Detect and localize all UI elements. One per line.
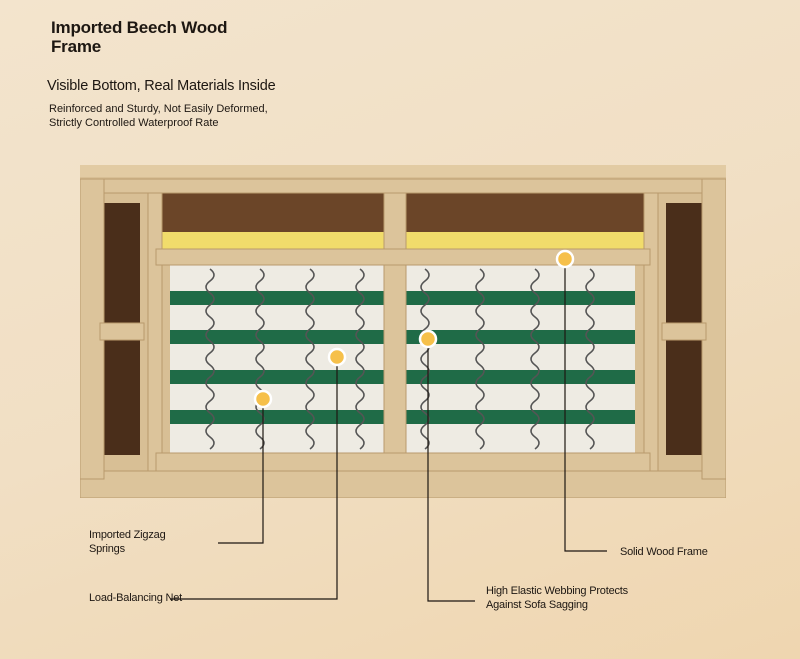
springs-marker-dot: [253, 389, 273, 409]
callout-net: Load-Balancing Net: [89, 592, 183, 604]
callout-springs: Imported Zigzag Springs: [89, 528, 166, 556]
callout-text: High Elastic Webbing Protects: [486, 585, 628, 597]
frame-leader-line: [564, 259, 607, 552]
webbing-marker-dot: [418, 329, 438, 349]
webbing-leader-line: [427, 339, 475, 602]
net-marker-dot: [327, 347, 347, 367]
callout-webbing: High Elastic Webbing Protects Against So…: [486, 584, 628, 612]
callout-text: Imported Zigzag: [89, 529, 166, 541]
net-leader-line: [170, 357, 338, 600]
springs-leader-line: [218, 399, 264, 544]
subtitle: Visible Bottom, Real Materials Inside: [47, 78, 276, 94]
page-title: Imported Beech Wood Frame: [51, 18, 228, 56]
callout-frame: Solid Wood Frame: [620, 546, 708, 558]
sofa-frame-photo: [80, 165, 726, 498]
frame-marker-dot: [555, 249, 575, 269]
callout-text: Springs: [89, 543, 125, 555]
description-line: Reinforced and Sturdy, Not Easily Deform…: [49, 103, 268, 115]
description-line: Strictly Controlled Waterproof Rate: [49, 117, 219, 129]
callout-text: Against Sofa Sagging: [486, 599, 588, 611]
description: Reinforced and Sturdy, Not Easily Deform…: [49, 102, 268, 130]
